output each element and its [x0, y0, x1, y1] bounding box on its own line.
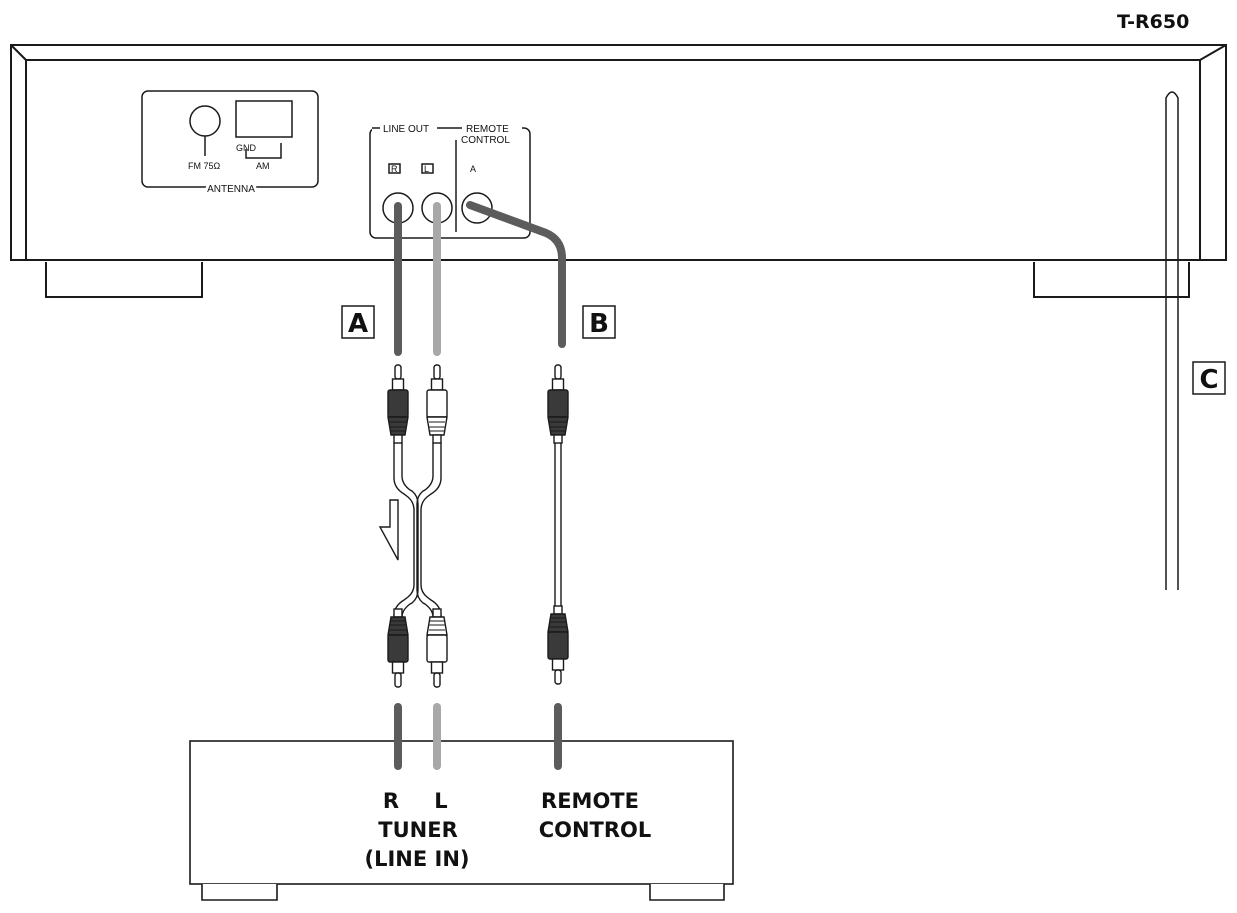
- tuner-rear-panel: [10, 44, 1227, 261]
- callout-a: A: [348, 309, 368, 339]
- plug-remote-top: [547, 364, 569, 444]
- am-label: AM: [256, 161, 270, 171]
- device-tuner-label: TUNER: [378, 818, 457, 842]
- model-label: T-R650: [1117, 11, 1189, 33]
- plug-r-bottom: [387, 608, 409, 688]
- tuner-feet: [45, 262, 1190, 298]
- jack-a-label: A: [470, 164, 476, 174]
- jack-l-label: L: [424, 164, 429, 174]
- callout-c: C: [1199, 365, 1218, 395]
- plug-l-bottom: [426, 608, 448, 688]
- jack-r-label: R: [391, 164, 398, 174]
- remote-label-line1: REMOTE: [466, 124, 509, 135]
- plug-r-top: [387, 364, 409, 444]
- device-r-label: R: [383, 789, 399, 813]
- plug-l-top: [426, 364, 448, 444]
- device-line-in-label: (LINE IN): [364, 847, 469, 871]
- gnd-label: GND: [236, 143, 257, 153]
- fm-jack[interactable]: [189, 105, 221, 137]
- direction-arrow-icon: [378, 499, 399, 561]
- device-remote-line2: CONTROL: [539, 818, 652, 842]
- power-cord: [1165, 91, 1179, 590]
- fm-label: FM 75Ω: [188, 161, 221, 171]
- antenna-label: ANTENNA: [207, 184, 255, 195]
- am-terminal[interactable]: [235, 100, 293, 138]
- antenna-section: [141, 90, 319, 188]
- line-out-label: LINE OUT: [383, 124, 429, 135]
- device-remote-line1: REMOTE: [541, 789, 639, 813]
- callout-boxes: [341, 305, 1226, 395]
- device-l-label: L: [434, 789, 447, 813]
- callout-b: B: [589, 309, 609, 339]
- cable-stubs: [394, 201, 566, 356]
- plug-remote-bottom: [547, 605, 569, 685]
- target-amplifier: [189, 740, 734, 901]
- device-cable-stubs: [394, 703, 562, 770]
- remote-label-line2: CONTROL: [461, 135, 510, 146]
- stereo-cable-a: [387, 364, 448, 688]
- remote-cable-b: [547, 364, 569, 685]
